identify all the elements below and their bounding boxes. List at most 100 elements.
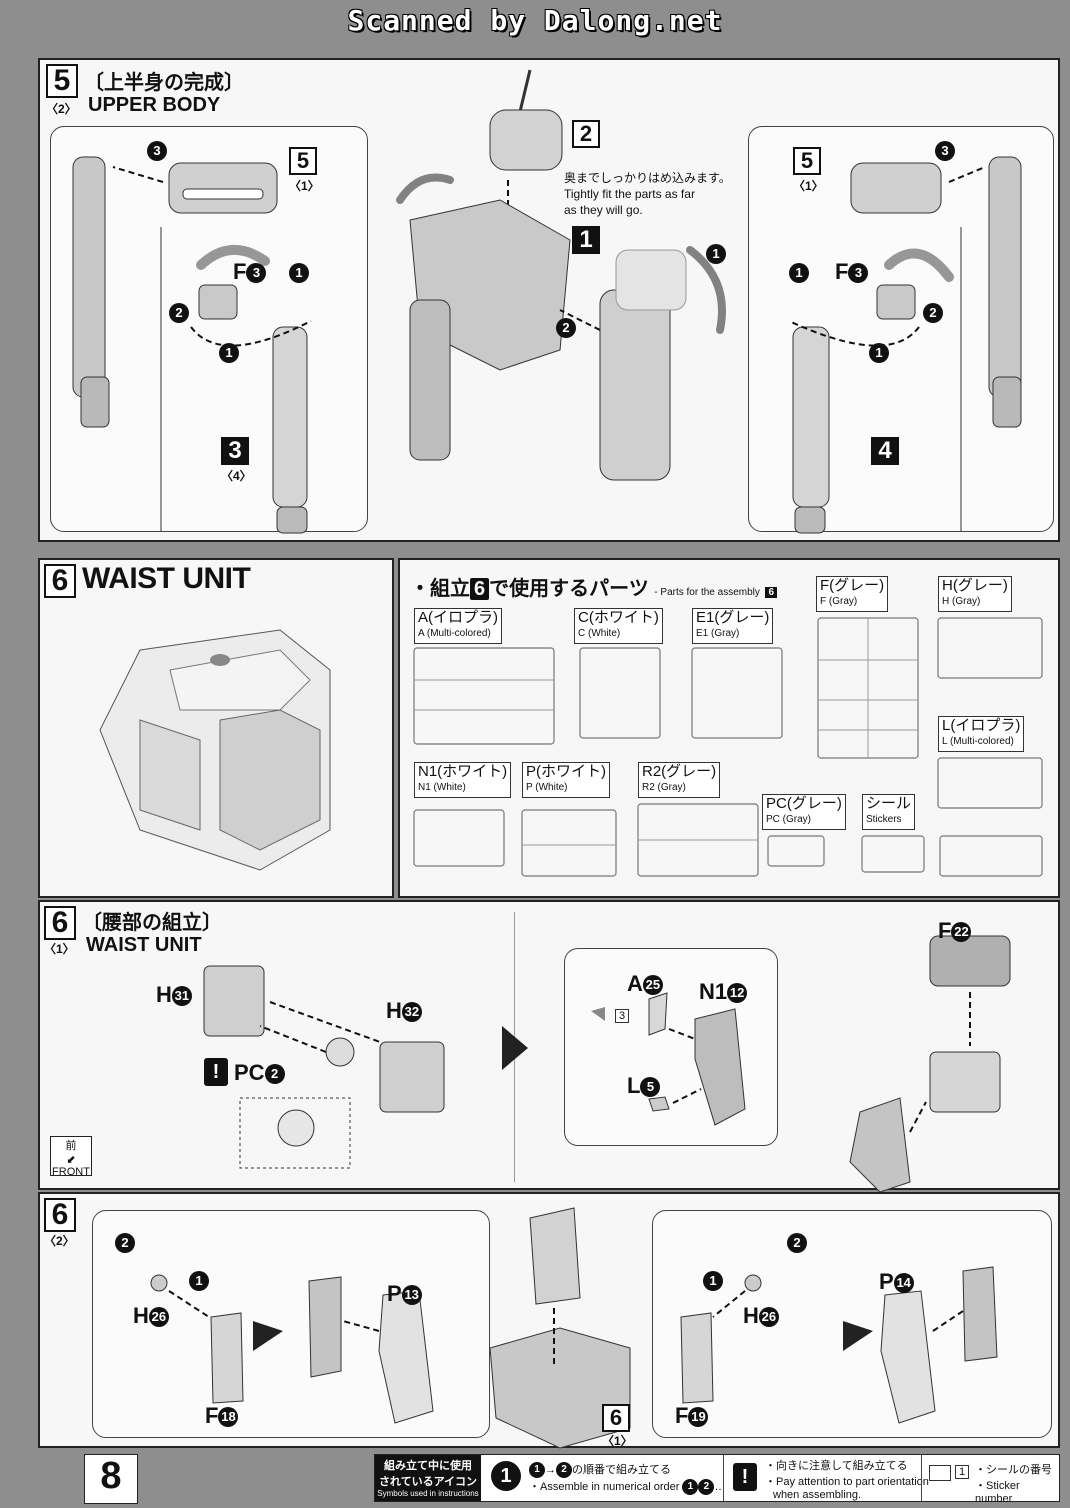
legend-title: 組み立て中に使用 されているアイコン Symbols used in instr… [375,1455,481,1501]
step6-2-number: 6 [44,1198,76,1232]
legend-divider-2 [921,1455,922,1501]
left-circle-1: 1 [189,1271,209,1291]
waist-center-drawing [489,1207,631,1449]
front-indicator: 前 ⬋ FRONT [50,1136,92,1178]
sprue-p-label: P(ホワイト)P (White) [522,762,610,798]
step5-left-circle-1b: 1 [219,343,239,363]
sprue-l-label: L(イロプラ)L (Multi-colored) [938,716,1025,752]
upper-body-drawing [396,69,726,481]
sticker-text: ・シールの番号 ・Sticker number [975,1464,1052,1505]
step6-2-ref-num: 6 [602,1404,630,1432]
watermark: Scanned by Dalong.net [347,4,723,37]
sprue-pc-label: PC(グレー)PC (Gray) [762,794,846,830]
order-icon: 1 [491,1461,521,1491]
fit-note-en-1: Tightly fit the parts as far [564,187,695,201]
step6-2-substep: 〈2〉 [44,1234,75,1248]
sticker-number-box: 3 [615,1009,630,1023]
right-circle-1: 1 [703,1271,723,1291]
step5-right-circle-2: 2 [923,303,943,323]
front-armor-left-drawing [150,1274,434,1424]
page-number-box: 8 [84,1454,138,1504]
step5-right-circle-3: 3 [935,141,955,161]
front-en: FRONT [52,1166,90,1178]
side-armor-drawing [591,992,746,1126]
legend-divider-1 [723,1455,724,1501]
step5-title-en: UPPER BODY [88,94,221,116]
sprue-r2-label: R2(グレー)R2 (Gray) [638,762,721,798]
step6-number: 6 [44,564,76,598]
step6-1-title-en: WAIST UNIT [86,934,202,956]
left-circle-2: 2 [115,1233,135,1253]
sprue-drawings [413,617,1043,877]
symbols-legend: 組み立て中に使用 されているアイコン Symbols used in instr… [374,1454,1060,1505]
step5-left-ref-num: 5 [289,147,317,175]
step5-left-ref-sub: 〈1〉 [289,179,320,193]
center-circle-2: 2 [556,318,576,338]
step5-right-circle-1b: 1 [869,343,889,363]
step6-waist-preview-panel: 6 WAIST UNIT [38,558,394,898]
step5-left-circle-1a: 1 [289,263,309,283]
torso-ref-num: 1 [572,226,600,254]
waist-unit-drawing [99,629,331,871]
step5-right-circle-1a: 1 [789,263,809,283]
step5-left-sub-ref-num: 3 [221,437,249,465]
step6-2-ref-sub: 〈1〉 [602,1434,633,1448]
step5-left-circle-3: 3 [147,141,167,161]
sprue-f-label: F(グレー)F (Gray) [816,576,889,612]
fit-note-en-2: as they will go. [564,203,643,217]
step6-1-substep: 〈1〉 [44,942,75,956]
next-arrow-icon [502,1026,528,1070]
orientation-icon: ! [733,1463,757,1491]
step5-left-sub-ref-sub: 〈4〉 [221,469,252,483]
step6-title: WAIST UNIT [82,562,251,595]
step6-1-number: 6 [44,906,76,940]
left-arm-drawing [72,156,312,534]
sprue-a-label: A(イロプラ)A (Multi-colored) [414,608,502,644]
step5-right-ref-sub: 〈1〉 [793,179,824,193]
front-arrow-icon: ⬋ [66,1154,76,1166]
step5-right-ref-num: 5 [793,147,821,175]
sprue-c-label: C(ホワイト)C (White) [574,608,663,644]
right-arm-drawing [788,156,1022,534]
center-circle-1: 1 [706,244,726,264]
step5-number: 5 [46,64,78,98]
page-number: 8 [100,1455,122,1497]
step5-right-sub-ref-num: 4 [871,437,899,465]
step5-left-circle-2: 2 [169,303,189,323]
sprue-n1-label: N1(ホワイト)N1 (White) [414,762,512,798]
front-jp: 前 [65,1140,77,1152]
sticker-icon [929,1465,951,1481]
front-armor-right-drawing [680,1266,998,1424]
fit-note-jp: 奥までしっかりはめ込みます。 [564,171,731,185]
waist-assembly-right-drawing [849,935,1011,1193]
sticker-num-box: 1 [955,1465,970,1479]
orientation-warning-icon: ! [204,1058,228,1086]
step5-title-jp: 〔上半身の完成〕 [84,72,244,94]
waist-frame-drawing [203,965,445,1169]
step6-1-title-jp: 〔腰部の組立〕 [82,912,222,934]
